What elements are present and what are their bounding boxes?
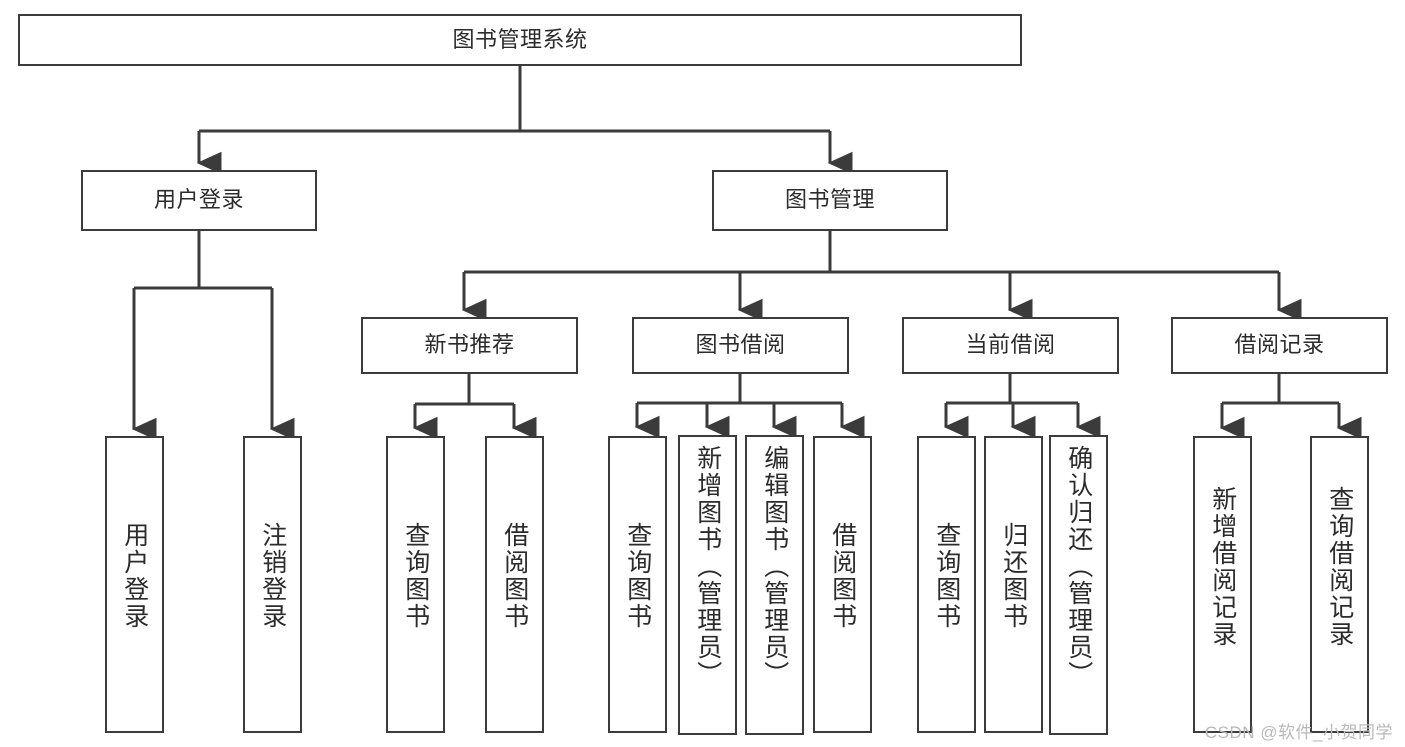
node-leaf-borrow-book-2[interactable]: 借阅图书 [813,436,872,733]
node-book-borrow-label: 图书借阅 [695,332,786,358]
node-leaf-edit-book[interactable]: 编辑图书（管理员） [745,435,804,735]
node-root-system[interactable]: 图书管理系统 [18,14,1022,66]
node-book-manage[interactable]: 图书管理 [712,170,948,231]
node-leaf-edit-book-label: 编辑图书（管理员） [760,445,789,688]
node-leaf-borrow-book-1-label: 借阅图书 [500,522,529,630]
node-leaf-query-book-2[interactable]: 查询图书 [608,436,667,733]
node-leaf-query-book-1-label: 查询图书 [401,522,430,630]
node-leaf-confirm-return-label: 确认归还（管理员） [1064,445,1093,688]
node-leaf-add-book-label: 新增图书（管理员） [693,445,722,688]
node-borrow-record-label: 借阅记录 [1234,332,1325,358]
node-book-borrow[interactable]: 图书借阅 [632,317,849,374]
node-current-borrow[interactable]: 当前借阅 [902,317,1119,374]
node-leaf-query-record-label: 查询借阅记录 [1325,486,1354,648]
node-new-book-recommend[interactable]: 新书推荐 [361,317,578,374]
node-leaf-borrow-book-2-label: 借阅图书 [828,522,857,630]
node-leaf-user-login-label: 用户登录 [120,522,149,630]
node-user-login-label: 用户登录 [153,187,244,213]
node-leaf-return-book-label: 归还图书 [999,522,1028,630]
node-leaf-query-record[interactable]: 查询借阅记录 [1310,436,1369,733]
node-current-borrow-label: 当前借阅 [965,332,1056,358]
node-leaf-return-book[interactable]: 归还图书 [984,436,1043,733]
node-leaf-borrow-book-1[interactable]: 借阅图书 [485,436,544,733]
node-leaf-confirm-return[interactable]: 确认归还（管理员） [1049,435,1108,735]
node-leaf-query-book-3[interactable]: 查询图书 [917,436,976,733]
node-leaf-add-record-label: 新增借阅记录 [1208,486,1237,648]
node-borrow-record[interactable]: 借阅记录 [1171,317,1388,374]
node-user-login[interactable]: 用户登录 [81,170,317,231]
node-leaf-query-book-2-label: 查询图书 [623,522,652,630]
node-leaf-user-login[interactable]: 用户登录 [105,436,164,733]
node-leaf-add-record[interactable]: 新增借阅记录 [1193,436,1252,733]
node-new-book-recommend-label: 新书推荐 [424,332,515,358]
node-book-manage-label: 图书管理 [784,187,875,213]
node-leaf-logout[interactable]: 注销登录 [243,436,302,733]
node-root-label: 图书管理系统 [452,26,588,52]
node-leaf-query-book-3-label: 查询图书 [932,522,961,630]
node-leaf-add-book[interactable]: 新增图书（管理员） [678,435,737,735]
node-leaf-query-book-1[interactable]: 查询图书 [386,436,445,733]
node-leaf-logout-label: 注销登录 [258,522,287,630]
